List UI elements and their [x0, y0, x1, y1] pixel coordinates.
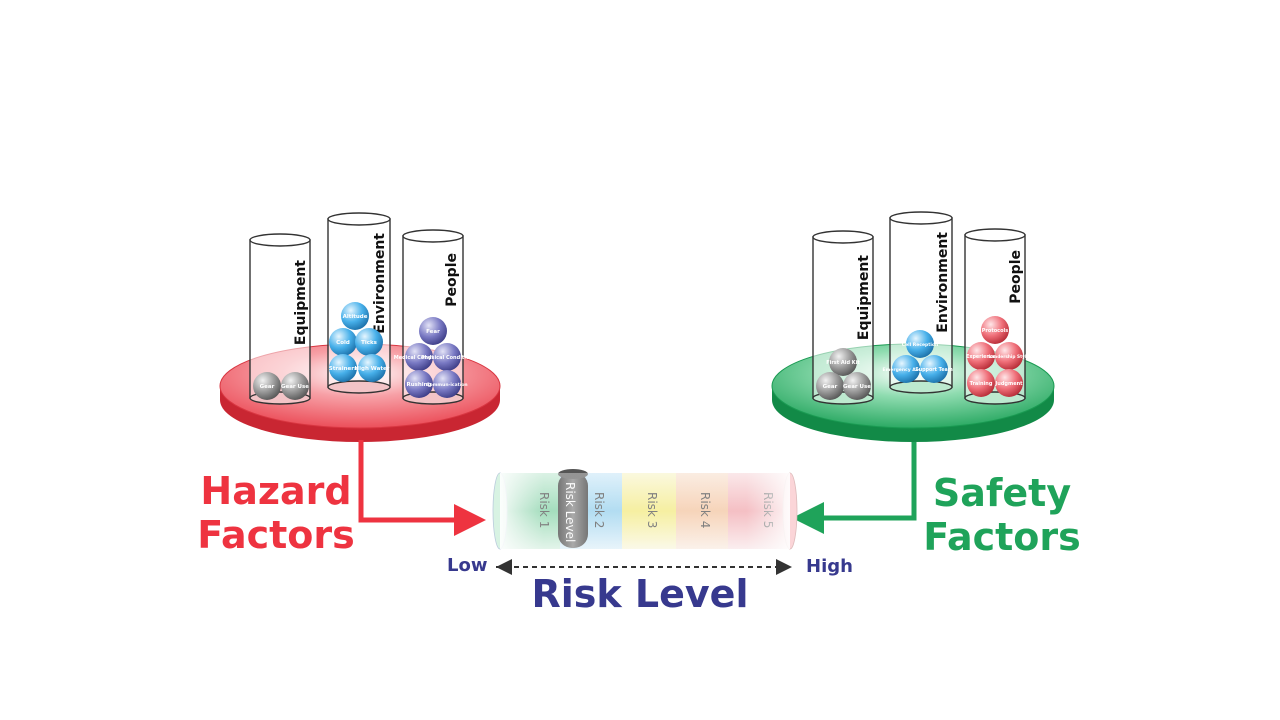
safety-ball-training: Training: [967, 369, 995, 397]
hazard-arrowhead: [454, 504, 486, 536]
risk-level-indicator: Risk Level: [558, 469, 588, 548]
hazard-ball-cold: Cold: [329, 328, 357, 356]
safety-ball-experience: Experience: [966, 342, 997, 370]
hazard-title-line2: Factors: [197, 513, 355, 557]
svg-text:Training: Training: [970, 381, 993, 387]
hazard-people-cylinder: People Fear Medical Condition Physical C…: [394, 229, 473, 405]
hazard-equipment-label: Equipment: [293, 260, 309, 345]
svg-text:Strainers: Strainers: [329, 366, 358, 372]
svg-text:Leadership Style: Leadership Style: [989, 354, 1030, 360]
hazard-people-label: People: [444, 253, 460, 307]
risk-level-title: Risk Level: [531, 572, 749, 616]
hazard-ball-ticks: Ticks: [355, 328, 383, 356]
risk-segment-3: Risk 3: [622, 473, 676, 549]
svg-text:Cold: Cold: [336, 340, 350, 346]
safety-arrow: [820, 442, 917, 521]
safety-ball-leadership: Leadership Style: [989, 342, 1030, 370]
svg-text:Risk Level: Risk Level: [563, 482, 577, 542]
safety-ball-support-team: Support Team: [915, 355, 953, 383]
hazard-ball-high-water: High Water: [355, 354, 390, 382]
safety-title-line2: Factors: [923, 515, 1081, 559]
svg-text:Physical Condition: Physical Condition: [421, 355, 473, 361]
risk-tube: Risk 1 Risk 2 Risk 3 Risk 4 Risk 5 Risk …: [492, 469, 798, 550]
hazard-factors-label: Hazard Factors: [186, 469, 366, 557]
svg-text:Gear: Gear: [823, 384, 838, 390]
safety-people-label: People: [1008, 250, 1024, 304]
hazard-group: Equipment Gear Gear Use Environment Alti…: [219, 212, 501, 536]
tube-right-end: [782, 472, 798, 550]
svg-text:Gear Use: Gear Use: [843, 384, 871, 390]
safety-ball-judgment: Judgment: [994, 369, 1023, 397]
svg-text:Rushing: Rushing: [406, 382, 431, 388]
safety-ball-cell-reception: Cell Reception: [902, 330, 938, 358]
svg-text:High Water: High Water: [355, 366, 390, 372]
svg-text:Medical Condition: Medical Condition: [394, 355, 445, 361]
svg-text:Protocols: Protocols: [982, 328, 1009, 334]
safety-factors-label: Safety Factors: [912, 471, 1092, 559]
svg-text:Support Team: Support Team: [915, 367, 953, 373]
hazard-ball-gear-use: Gear Use: [281, 372, 309, 400]
svg-text:Judgment: Judgment: [994, 381, 1023, 387]
risk-segment-5: Risk 5: [728, 473, 790, 549]
safety-environment-label: Environment: [935, 232, 951, 333]
svg-text:Fear: Fear: [426, 329, 440, 335]
hazard-ball-communication: Commun-ication: [426, 370, 468, 398]
svg-text:First Aid Kit: First Aid Kit: [826, 360, 860, 366]
svg-text:Cell Reception: Cell Reception: [902, 342, 938, 348]
risk-segment-4: Risk 4: [676, 473, 728, 549]
hazard-arrow: [358, 440, 458, 523]
safety-ball-emergency-access: Emergency Access: [883, 355, 930, 383]
safety-ball-gear: Gear: [816, 372, 844, 400]
safety-ball-gear-use: Gear Use: [843, 372, 871, 400]
svg-text:Gear Use: Gear Use: [281, 384, 309, 390]
safety-arrowhead: [792, 502, 824, 534]
svg-text:Experience: Experience: [966, 354, 997, 360]
safety-equipment-cylinder: Equipment First Aid Kit Gear Gear Use: [812, 230, 874, 405]
safety-equipment-label: Equipment: [856, 255, 872, 340]
safety-group: Equipment First Aid Kit Gear Gear Use En…: [771, 211, 1055, 534]
tube-left-end: [492, 472, 508, 550]
safety-ball-protocols: Protocols: [981, 316, 1009, 344]
hazard-ball-fear: Fear: [419, 317, 447, 345]
high-label: High: [806, 556, 853, 577]
svg-text:Altitude: Altitude: [343, 314, 368, 320]
hazard-ball-gear: Gear: [253, 372, 281, 400]
hazard-ball-medical: Medical Condition: [394, 343, 445, 371]
hazard-ball-physical: Physical Condition: [421, 343, 473, 371]
hazard-ball-strainers: Strainers: [329, 354, 358, 382]
svg-text:Risk 3: Risk 3: [645, 492, 659, 528]
svg-text:Emergency Access: Emergency Access: [883, 367, 930, 373]
svg-text:Risk 2: Risk 2: [592, 492, 606, 528]
low-label: Low: [447, 555, 488, 576]
svg-text:Ticks: Ticks: [361, 340, 378, 346]
svg-text:Gear: Gear: [260, 384, 275, 390]
safety-ball-first-aid-kit: First Aid Kit: [826, 348, 860, 376]
svg-text:Commun-ication: Commun-ication: [426, 382, 467, 388]
svg-text:Risk 4: Risk 4: [698, 492, 712, 528]
hazard-equipment-cylinder: Equipment Gear Gear Use: [249, 233, 311, 405]
hazard-title-line1: Hazard: [200, 469, 352, 513]
svg-text:Risk 1: Risk 1: [537, 492, 551, 528]
risk-segment-1: Risk 1: [500, 473, 560, 549]
hazard-ball-altitude: Altitude: [341, 302, 369, 330]
hazard-ball-rushing: Rushing: [405, 370, 433, 398]
hazard-environment-cylinder: Environment Altitude Cold Ticks Strainer…: [327, 212, 391, 394]
safety-title-line1: Safety: [932, 471, 1072, 515]
hazard-environment-label: Environment: [372, 233, 388, 334]
safety-people-cylinder: People Protocols Experience Leadership S…: [964, 228, 1030, 405]
safety-environment-cylinder: Environment Cell Reception Emergency Acc…: [883, 211, 953, 394]
svg-text:Risk 5: Risk 5: [761, 492, 775, 528]
